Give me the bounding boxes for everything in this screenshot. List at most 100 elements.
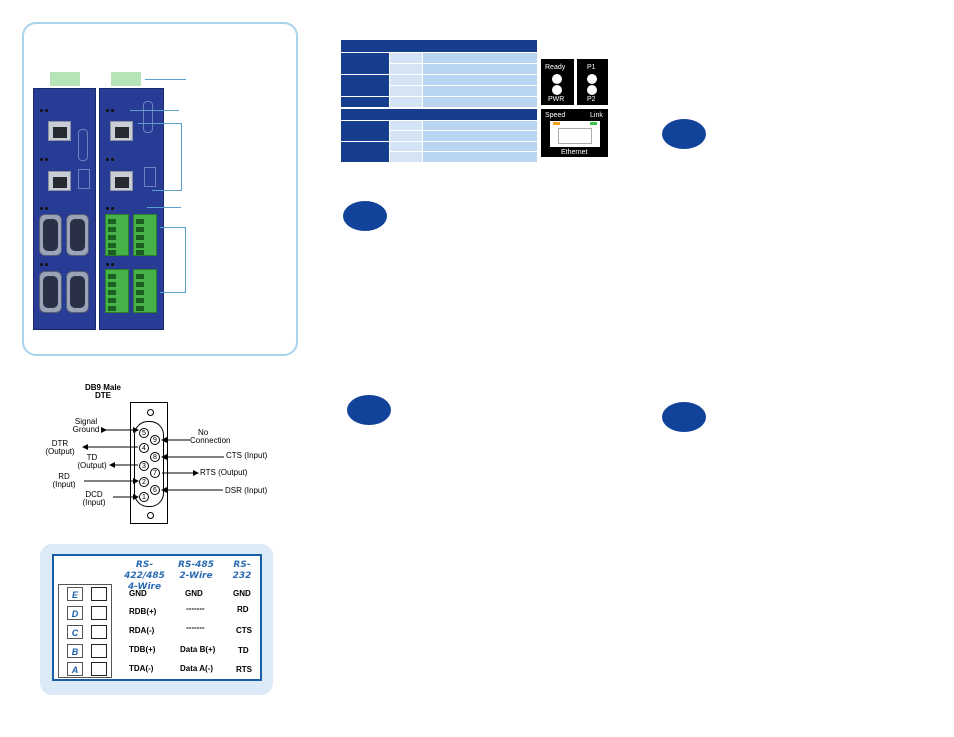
- status-led: [106, 109, 109, 112]
- label-line: Signal: [74, 417, 98, 426]
- label-dcd: DCD (Input): [74, 491, 114, 507]
- cell-4wire-c: RDA(-): [129, 626, 155, 635]
- cell-2wire-d: -------: [186, 604, 205, 613]
- table-header: [341, 40, 537, 52]
- status-led: [106, 263, 109, 266]
- callout-line: [145, 79, 186, 80]
- callout-bracket: [185, 227, 186, 293]
- label-line: TD: [86, 453, 98, 462]
- pin-6: 6: [150, 485, 160, 495]
- callout-line: [152, 190, 182, 191]
- ethernet-jack-icon: [550, 121, 600, 147]
- step-badge: [662, 119, 706, 149]
- port-led-panel: P1 P2: [577, 59, 608, 105]
- label-no-connection: No Connection: [190, 429, 250, 445]
- terminal-screw-c: [91, 625, 107, 639]
- table-cell: [341, 97, 389, 107]
- terminal-screw-d: [91, 606, 107, 620]
- table-cell: [423, 131, 537, 141]
- device-db9-model: [33, 88, 96, 330]
- header-rs422-485-4wire: RS-422/485 4-Wire: [117, 560, 172, 593]
- cell-rs232-e: GND: [233, 589, 251, 598]
- label-line: (Output): [45, 447, 75, 456]
- label-line: DTR: [51, 439, 69, 448]
- status-led: [111, 207, 114, 210]
- pin-1: 1: [139, 492, 149, 502]
- table-cell: [423, 152, 537, 162]
- callout-line: [160, 227, 186, 228]
- ethernet-port-2: [110, 171, 133, 191]
- db9-connector-frame: [130, 402, 168, 524]
- device-terminal-model: [99, 88, 164, 330]
- table-cell: [423, 97, 537, 107]
- header-rs232: RS-232: [232, 560, 252, 581]
- cell-4wire-e: GND: [129, 589, 147, 598]
- label-line: RD: [58, 472, 70, 481]
- ready-pwr-led-panel: Ready PWR: [541, 59, 574, 105]
- status-led: [45, 263, 48, 266]
- table-cell: [390, 97, 422, 107]
- din-rail-clip-left: [50, 72, 80, 86]
- callout-line: [130, 110, 179, 111]
- p2-led: [587, 85, 597, 95]
- status-led: [45, 109, 48, 112]
- terminal-letter-b: B: [67, 644, 83, 658]
- db9-port-1: [39, 214, 62, 256]
- step-badge: [343, 201, 387, 231]
- label-dsr: DSR (Input): [225, 486, 268, 495]
- pwr-led: [552, 85, 562, 95]
- cell-rs232-c: CTS: [236, 626, 252, 635]
- cell-2wire-b: Data B(+): [180, 645, 216, 654]
- p2-label: P2: [587, 96, 596, 103]
- status-led: [106, 158, 109, 161]
- terminal-block-1: [105, 214, 129, 256]
- pin-2: 2: [139, 477, 149, 487]
- ethernet-led-panel: Speed Link Ethernet: [541, 109, 608, 157]
- mounting-hole: [147, 409, 154, 416]
- ready-label: Ready: [545, 64, 566, 71]
- terminal-block-4: [133, 269, 157, 313]
- label-cts: CTS (Input): [226, 451, 268, 460]
- din-rail-clip-right: [111, 72, 141, 86]
- link-label: Link: [590, 112, 603, 119]
- db9-port-2: [66, 214, 89, 256]
- callout-line: [147, 207, 181, 208]
- callout-bracket: [181, 123, 182, 191]
- terminal-letter-d: D: [67, 606, 83, 620]
- table-cell: [423, 64, 537, 74]
- table-cell: [423, 86, 537, 96]
- table-cell: [423, 142, 537, 151]
- table-cell: [390, 75, 422, 85]
- speed-label: Speed: [545, 112, 566, 119]
- label-line: DCD: [85, 490, 103, 499]
- label-dtr: DTR (Output): [40, 440, 80, 456]
- status-led: [111, 158, 114, 161]
- db9-title-line1: DB9 Male: [84, 383, 121, 392]
- table-cell: [341, 53, 389, 74]
- header-line: RS-485: [178, 560, 214, 570]
- db9-title-line2: DTE: [95, 391, 111, 400]
- db9-port-3: [39, 271, 62, 313]
- status-led: [45, 207, 48, 210]
- status-led: [111, 263, 114, 266]
- ethernet-label: Ethernet: [561, 149, 588, 156]
- status-led: [40, 207, 43, 210]
- db9-port-4: [66, 271, 89, 313]
- ethernet-port-1: [110, 121, 133, 141]
- pin-7: 7: [150, 468, 160, 478]
- status-led: [40, 109, 43, 112]
- label-line: (Input): [82, 498, 106, 507]
- label-rts: RTS (Output): [200, 468, 248, 477]
- model-mark: [78, 169, 90, 189]
- terminal-letter-e: E: [67, 587, 83, 601]
- table-cell: [390, 53, 422, 63]
- table-cell: [390, 121, 422, 130]
- cell-rs232-d: RD: [237, 605, 249, 614]
- step-badge: [662, 402, 706, 432]
- status-led: [40, 263, 43, 266]
- cell-rs232-b: TD: [238, 646, 249, 655]
- ethernet-port-2: [48, 171, 71, 191]
- terminal-screw-e: [91, 587, 107, 601]
- header-line: RS-422/485: [124, 560, 165, 581]
- db9-title: DB9 Male DTE: [78, 384, 128, 400]
